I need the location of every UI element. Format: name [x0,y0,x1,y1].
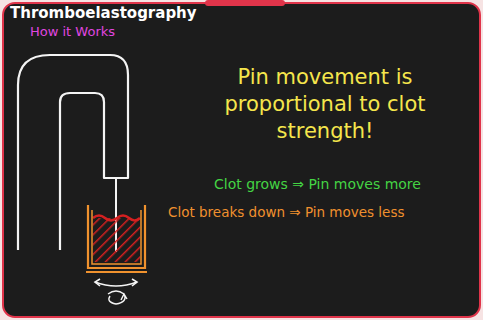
cup [88,205,145,268]
main-note: Pin movement is proportional to clot str… [200,64,450,145]
cup-base [86,271,147,273]
rotation-arrow [95,282,137,286]
breakdown-note: Clot breaks down ⇒ Pin moves less [168,204,404,220]
clot-surface [93,216,140,221]
title: Thromboelastography [10,4,197,22]
subtitle: How it Works [30,24,115,39]
clot [93,218,140,262]
arrowheads [95,279,137,286]
cup-inner [92,210,141,264]
grow-note: Clot grows ⇒ Pin moves more [214,176,421,192]
top-accent [205,0,285,6]
chalkboard [3,3,480,317]
rotation-symbol [108,291,127,304]
